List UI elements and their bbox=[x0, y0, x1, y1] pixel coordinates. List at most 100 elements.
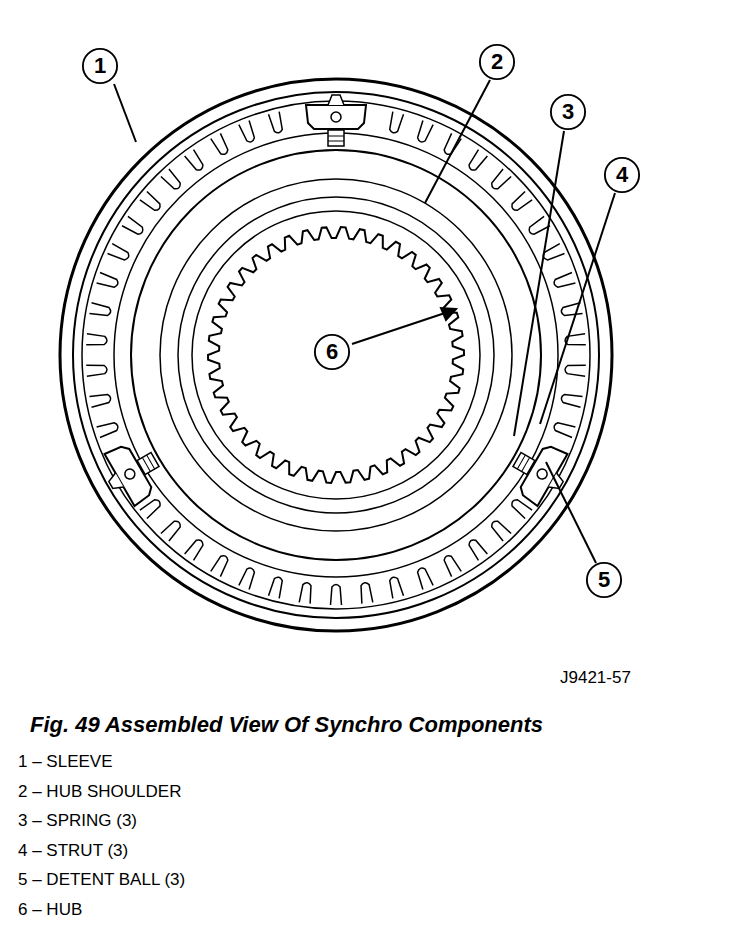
strut-group bbox=[96, 95, 576, 511]
spring bbox=[137, 453, 159, 475]
spring-coil bbox=[328, 136, 344, 137]
sleeve-tooth bbox=[140, 500, 160, 519]
sleeve-tooth bbox=[89, 303, 110, 316]
spring-coil bbox=[328, 141, 344, 142]
sleeve-tooth bbox=[561, 394, 582, 407]
callout-ring bbox=[83, 49, 117, 83]
callout-circle: 1 bbox=[81, 47, 119, 85]
sleeve-tooth bbox=[554, 423, 575, 438]
sleeve-tooth bbox=[418, 568, 434, 589]
callout-ring bbox=[551, 95, 585, 129]
callout-number: 5 bbox=[598, 569, 610, 591]
sleeve-tooth bbox=[444, 556, 461, 577]
sleeve-tooth bbox=[512, 191, 532, 210]
leader-line bbox=[514, 131, 564, 436]
callout-circle: 3 bbox=[549, 93, 587, 131]
sleeve-tooth bbox=[89, 394, 110, 407]
sleeve-tooth bbox=[299, 583, 311, 604]
callout-number: 1 bbox=[94, 55, 106, 77]
spring bbox=[328, 130, 344, 146]
sleeve-tooth bbox=[331, 584, 342, 604]
hub-outer-ring bbox=[131, 150, 541, 560]
detent-ball bbox=[123, 467, 137, 481]
sleeve-tooth bbox=[239, 568, 255, 589]
callout-circle: 4 bbox=[603, 156, 641, 194]
sleeve-rim bbox=[73, 92, 599, 618]
sleeve-tooth bbox=[512, 500, 532, 519]
sleeve-tooth bbox=[161, 169, 180, 189]
sleeve-tooth bbox=[211, 556, 228, 577]
strut bbox=[306, 105, 366, 129]
sleeve-tooth bbox=[161, 521, 180, 541]
spring-coil bbox=[147, 455, 155, 469]
sleeve-outer-rim bbox=[60, 79, 612, 631]
sleeve-tooth bbox=[565, 365, 586, 376]
legend-item: 2 – HUB SHOULDER bbox=[18, 782, 181, 802]
sleeve-tooth bbox=[140, 191, 160, 210]
strut-tip bbox=[107, 473, 124, 492]
strut-assembly bbox=[96, 434, 170, 511]
sleeve-tooth bbox=[390, 577, 404, 598]
legend-item: 6 – HUB bbox=[18, 900, 82, 920]
sleeve-tooth bbox=[185, 150, 203, 171]
callout-ring bbox=[480, 45, 514, 79]
strut-assembly bbox=[306, 95, 366, 146]
hub-ring bbox=[178, 197, 494, 513]
sleeve-tooth bbox=[211, 133, 228, 154]
callout-number: 4 bbox=[616, 164, 628, 186]
leader-line bbox=[352, 312, 448, 344]
legend-item: 4 – STRUT (3) bbox=[18, 841, 128, 861]
sleeve-tooth bbox=[97, 273, 118, 288]
callout-number: 3 bbox=[562, 101, 574, 123]
sleeve-tooth bbox=[122, 216, 143, 234]
sleeve-tooth bbox=[554, 273, 575, 288]
callout-ring bbox=[605, 158, 639, 192]
sleeve-tooth bbox=[469, 150, 487, 171]
sleeve-tooth bbox=[108, 244, 129, 260]
sleeve-tooth bbox=[269, 112, 283, 133]
sleeve-tooth bbox=[97, 423, 118, 438]
detent-ball bbox=[535, 467, 549, 481]
sleeve-inner-line bbox=[114, 133, 558, 577]
leader-arrowhead bbox=[441, 308, 456, 320]
sleeve-tooth bbox=[361, 583, 373, 604]
hub-shoulder-ring bbox=[160, 179, 512, 531]
legend-item: 1 – SLEEVE bbox=[18, 752, 113, 772]
detent-ball bbox=[331, 112, 341, 122]
callout-circle: 2 bbox=[478, 43, 516, 81]
leader-line bbox=[425, 80, 490, 203]
sleeve-tooth bbox=[86, 365, 107, 376]
strut-tip bbox=[328, 95, 344, 105]
legend-item: 5 – DETENT BALL (3) bbox=[18, 870, 185, 890]
sleeve-tooth bbox=[86, 334, 107, 345]
strut bbox=[104, 442, 155, 506]
sleeve-tooth-line bbox=[82, 101, 590, 609]
spring bbox=[513, 453, 535, 475]
sleeve-tooth bbox=[543, 244, 564, 260]
callout-ring bbox=[587, 563, 621, 597]
sleeve-tooth bbox=[492, 521, 511, 541]
sleeve-tooth bbox=[492, 169, 511, 189]
strut bbox=[517, 442, 568, 506]
spring-coil bbox=[517, 455, 525, 469]
leader-line bbox=[540, 193, 615, 424]
sleeve-tooth bbox=[269, 577, 283, 598]
callout-circle: 6 bbox=[313, 333, 351, 371]
callout-number: 2 bbox=[491, 51, 503, 73]
sleeve-tooth bbox=[418, 121, 434, 142]
sleeve-tooth bbox=[390, 112, 404, 133]
sleeve-tooth bbox=[239, 121, 255, 142]
hub-ring-inner bbox=[192, 211, 480, 499]
legend-item: 3 – SPRING (3) bbox=[18, 811, 137, 831]
leader-line bbox=[114, 84, 136, 142]
callout-number: 6 bbox=[326, 341, 338, 363]
sleeve-tooth bbox=[185, 540, 203, 561]
callout-ring bbox=[315, 335, 349, 369]
leader-line bbox=[546, 462, 596, 563]
caption: Fig. 49 Assembled View Of Synchro Compon… bbox=[30, 712, 543, 738]
figure-id: J9421-57 bbox=[560, 668, 631, 688]
callout-circle: 5 bbox=[585, 561, 623, 599]
sleeve-teeth bbox=[86, 112, 586, 605]
sleeve-tooth bbox=[469, 540, 487, 561]
hub-spline bbox=[208, 227, 464, 483]
